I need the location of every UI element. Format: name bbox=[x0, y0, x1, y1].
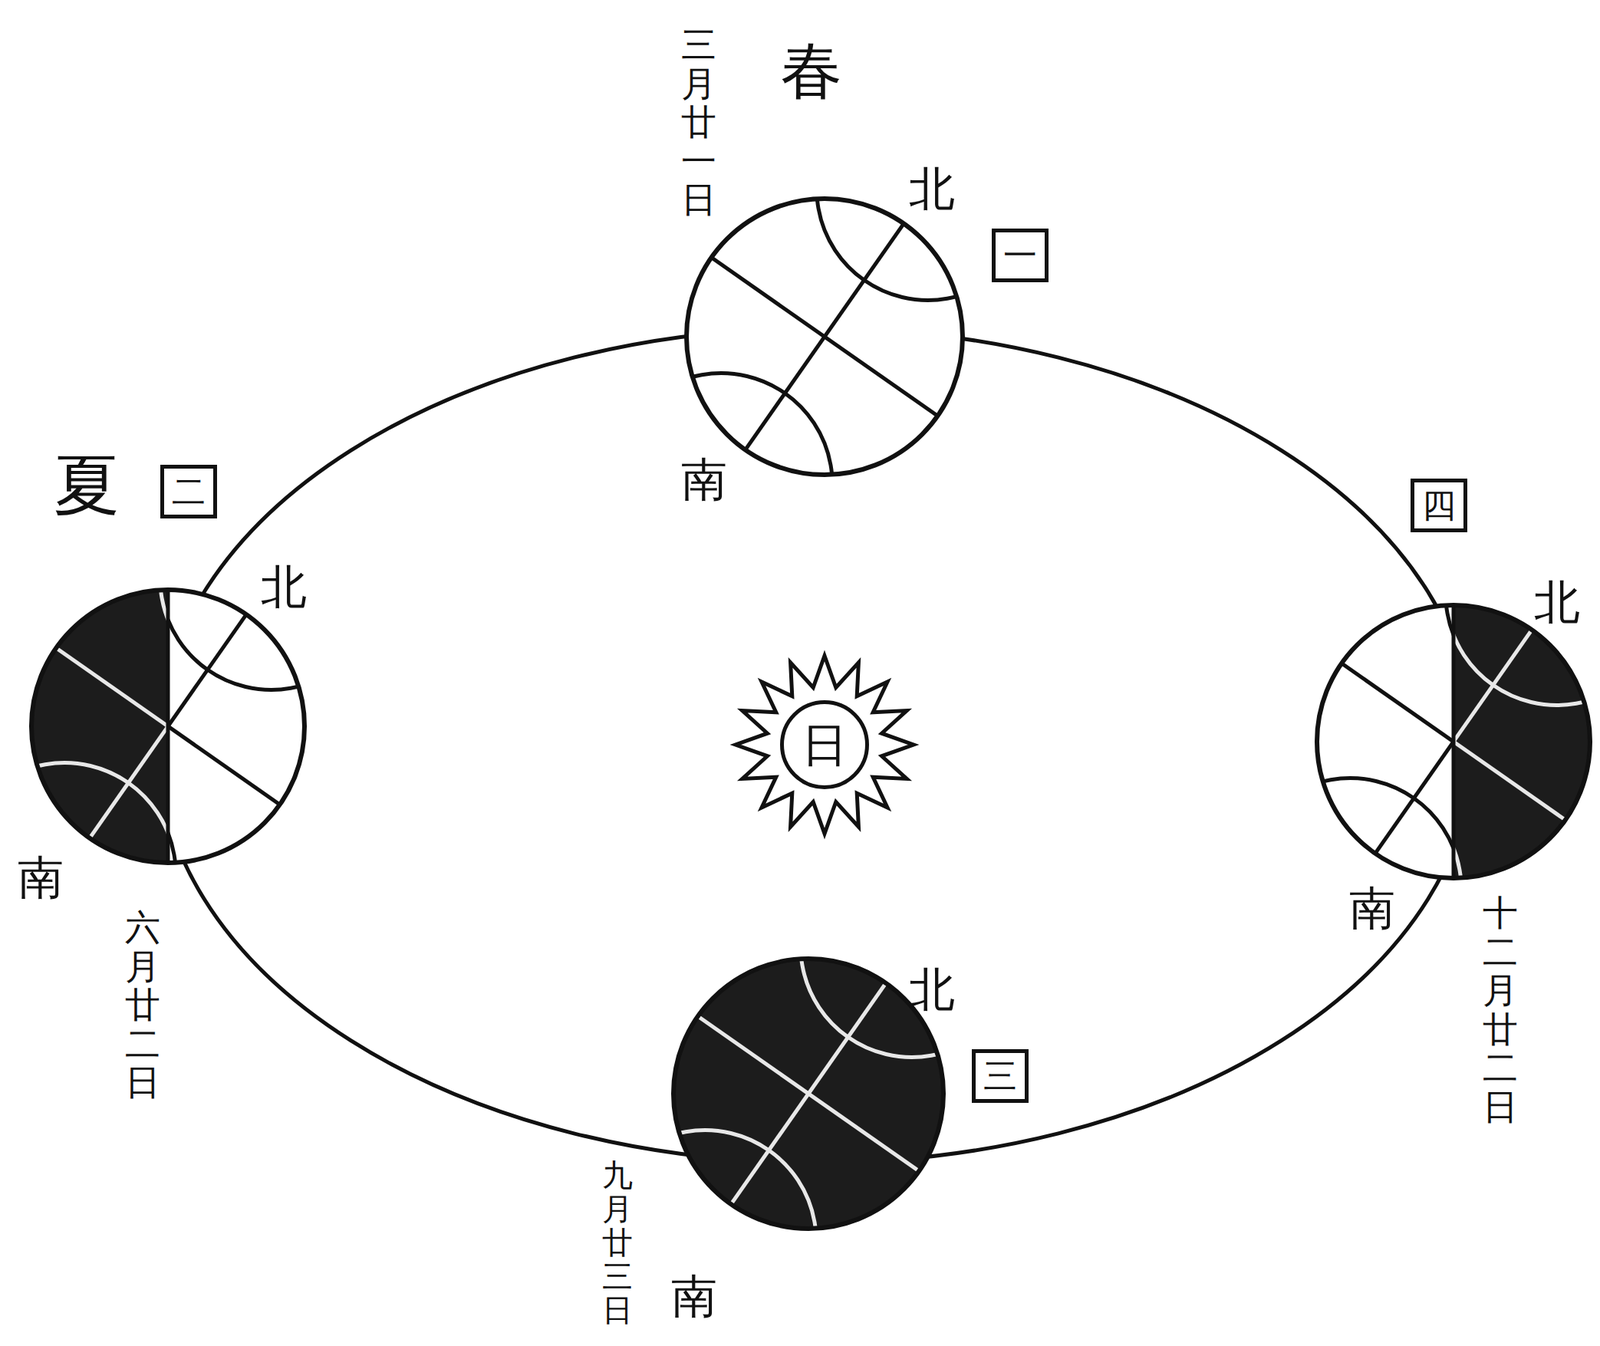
earth-globe bbox=[1166, 419, 1600, 1065]
date-label: 三月廿一日 bbox=[681, 25, 717, 220]
number-box: 三 bbox=[971, 1049, 1029, 1103]
sun-circle: 日 bbox=[780, 700, 870, 790]
number-box: 二 bbox=[160, 464, 218, 519]
direction-label: 南 bbox=[17, 854, 64, 901]
callout-number: 二 bbox=[171, 474, 206, 509]
sun-rays bbox=[735, 655, 914, 834]
direction-label: 北 bbox=[908, 165, 955, 212]
callout-number: 一 bbox=[1003, 238, 1038, 273]
direction-label: 北 bbox=[1534, 579, 1581, 626]
date-label: 九月廿三日 bbox=[602, 1158, 633, 1327]
date-label: 六月廿二日 bbox=[125, 908, 161, 1103]
direction-label: 南 bbox=[1349, 885, 1396, 932]
earth-globe bbox=[537, 14, 1111, 660]
direction-label: 北 bbox=[908, 966, 955, 1013]
direction-label: 南 bbox=[671, 1273, 718, 1320]
direction-label: 春 bbox=[780, 40, 843, 103]
date-label: 十二月廿二日 bbox=[1482, 893, 1518, 1127]
number-box: 一 bbox=[991, 228, 1049, 283]
sun-rays bbox=[735, 655, 914, 834]
callout-number: 三 bbox=[983, 1059, 1018, 1094]
callout-number: 四 bbox=[1422, 488, 1456, 523]
direction-label: 北 bbox=[260, 563, 307, 610]
earth-globe bbox=[0, 404, 455, 1050]
number-box: 四 bbox=[1410, 478, 1468, 533]
earth-globe bbox=[521, 771, 1095, 1346]
direction-label: 南 bbox=[681, 456, 728, 503]
direction-label: 夏 bbox=[53, 451, 120, 518]
sun-glyph: 日 bbox=[801, 721, 848, 768]
